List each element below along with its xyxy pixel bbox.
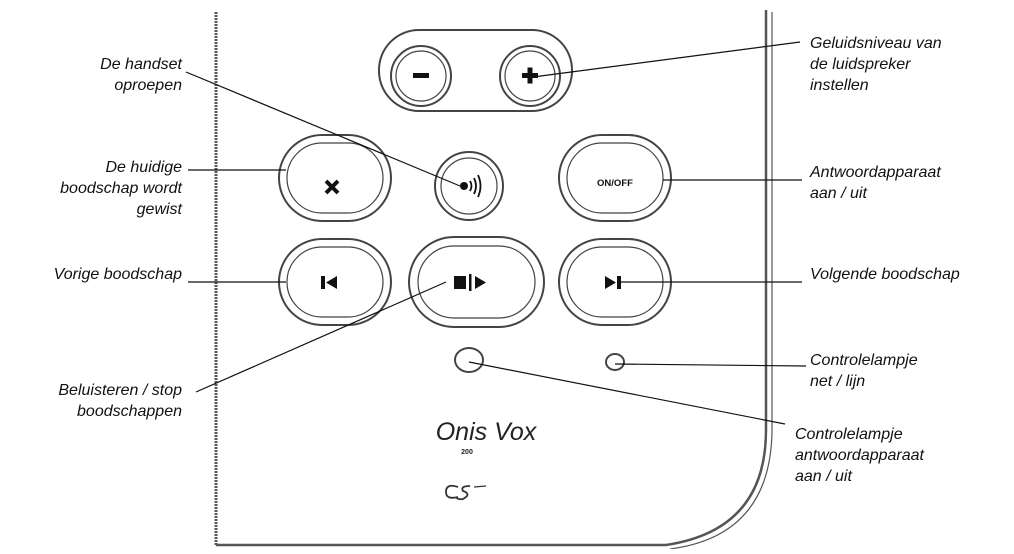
volume-up-button[interactable] (499, 45, 561, 107)
leader-line-line-led (614, 363, 807, 367)
stop-play-icon (454, 274, 486, 291)
leader-line-machine-led (468, 361, 786, 425)
label-listen: Beluisteren / stop boodschappen (58, 382, 182, 420)
leader-line-volume (532, 41, 801, 78)
minus-icon (413, 73, 429, 78)
leader-line-listen (195, 281, 447, 393)
model-name: Onis Vox (436, 418, 538, 446)
brand-logo: Onis Vox 200 (436, 418, 538, 456)
play-stop-button[interactable] (408, 236, 545, 328)
model-number: 200 (461, 449, 473, 456)
label-previous: Vorige boodschap (53, 266, 182, 283)
skip-back-icon (321, 276, 337, 289)
volume-rocker-frame (378, 29, 573, 112)
label-delete: De huidige boodschap wordt gewist (60, 159, 182, 218)
leader-line-handset (185, 71, 461, 187)
label-line-led: Controlelampje net / lijn (810, 352, 918, 390)
volume-down-button[interactable] (390, 45, 452, 107)
onoff-button[interactable]: ON/OFF (558, 134, 672, 222)
device-body (214, 10, 773, 550)
label-volume: Geluidsniveau van de luidspreker instell… (810, 35, 942, 94)
leader-lines (185, 41, 807, 425)
plus-icon (522, 67, 538, 84)
label-machine-led: Controlelampje antwoordapparaat aan / ui… (795, 426, 924, 485)
label-next: Volgende boodschap (810, 266, 960, 283)
cs-logo (445, 484, 487, 501)
line-led (605, 353, 625, 371)
delete-button[interactable] (278, 134, 392, 222)
device-right-edge (216, 10, 768, 547)
x-icon (324, 179, 340, 195)
device-right-edge-inner (669, 12, 773, 550)
volume-rocker (378, 29, 573, 112)
onoff-button-label: ON/OFF (597, 178, 633, 189)
page-handset-button[interactable] (434, 151, 504, 221)
previous-message-button[interactable] (278, 238, 392, 326)
answering-machine-led (454, 347, 484, 373)
page-handset-icon (460, 174, 482, 198)
label-handset: De handset oproepen (100, 56, 182, 94)
label-onoff: Antwoordapparaat aan / uit (810, 164, 941, 202)
